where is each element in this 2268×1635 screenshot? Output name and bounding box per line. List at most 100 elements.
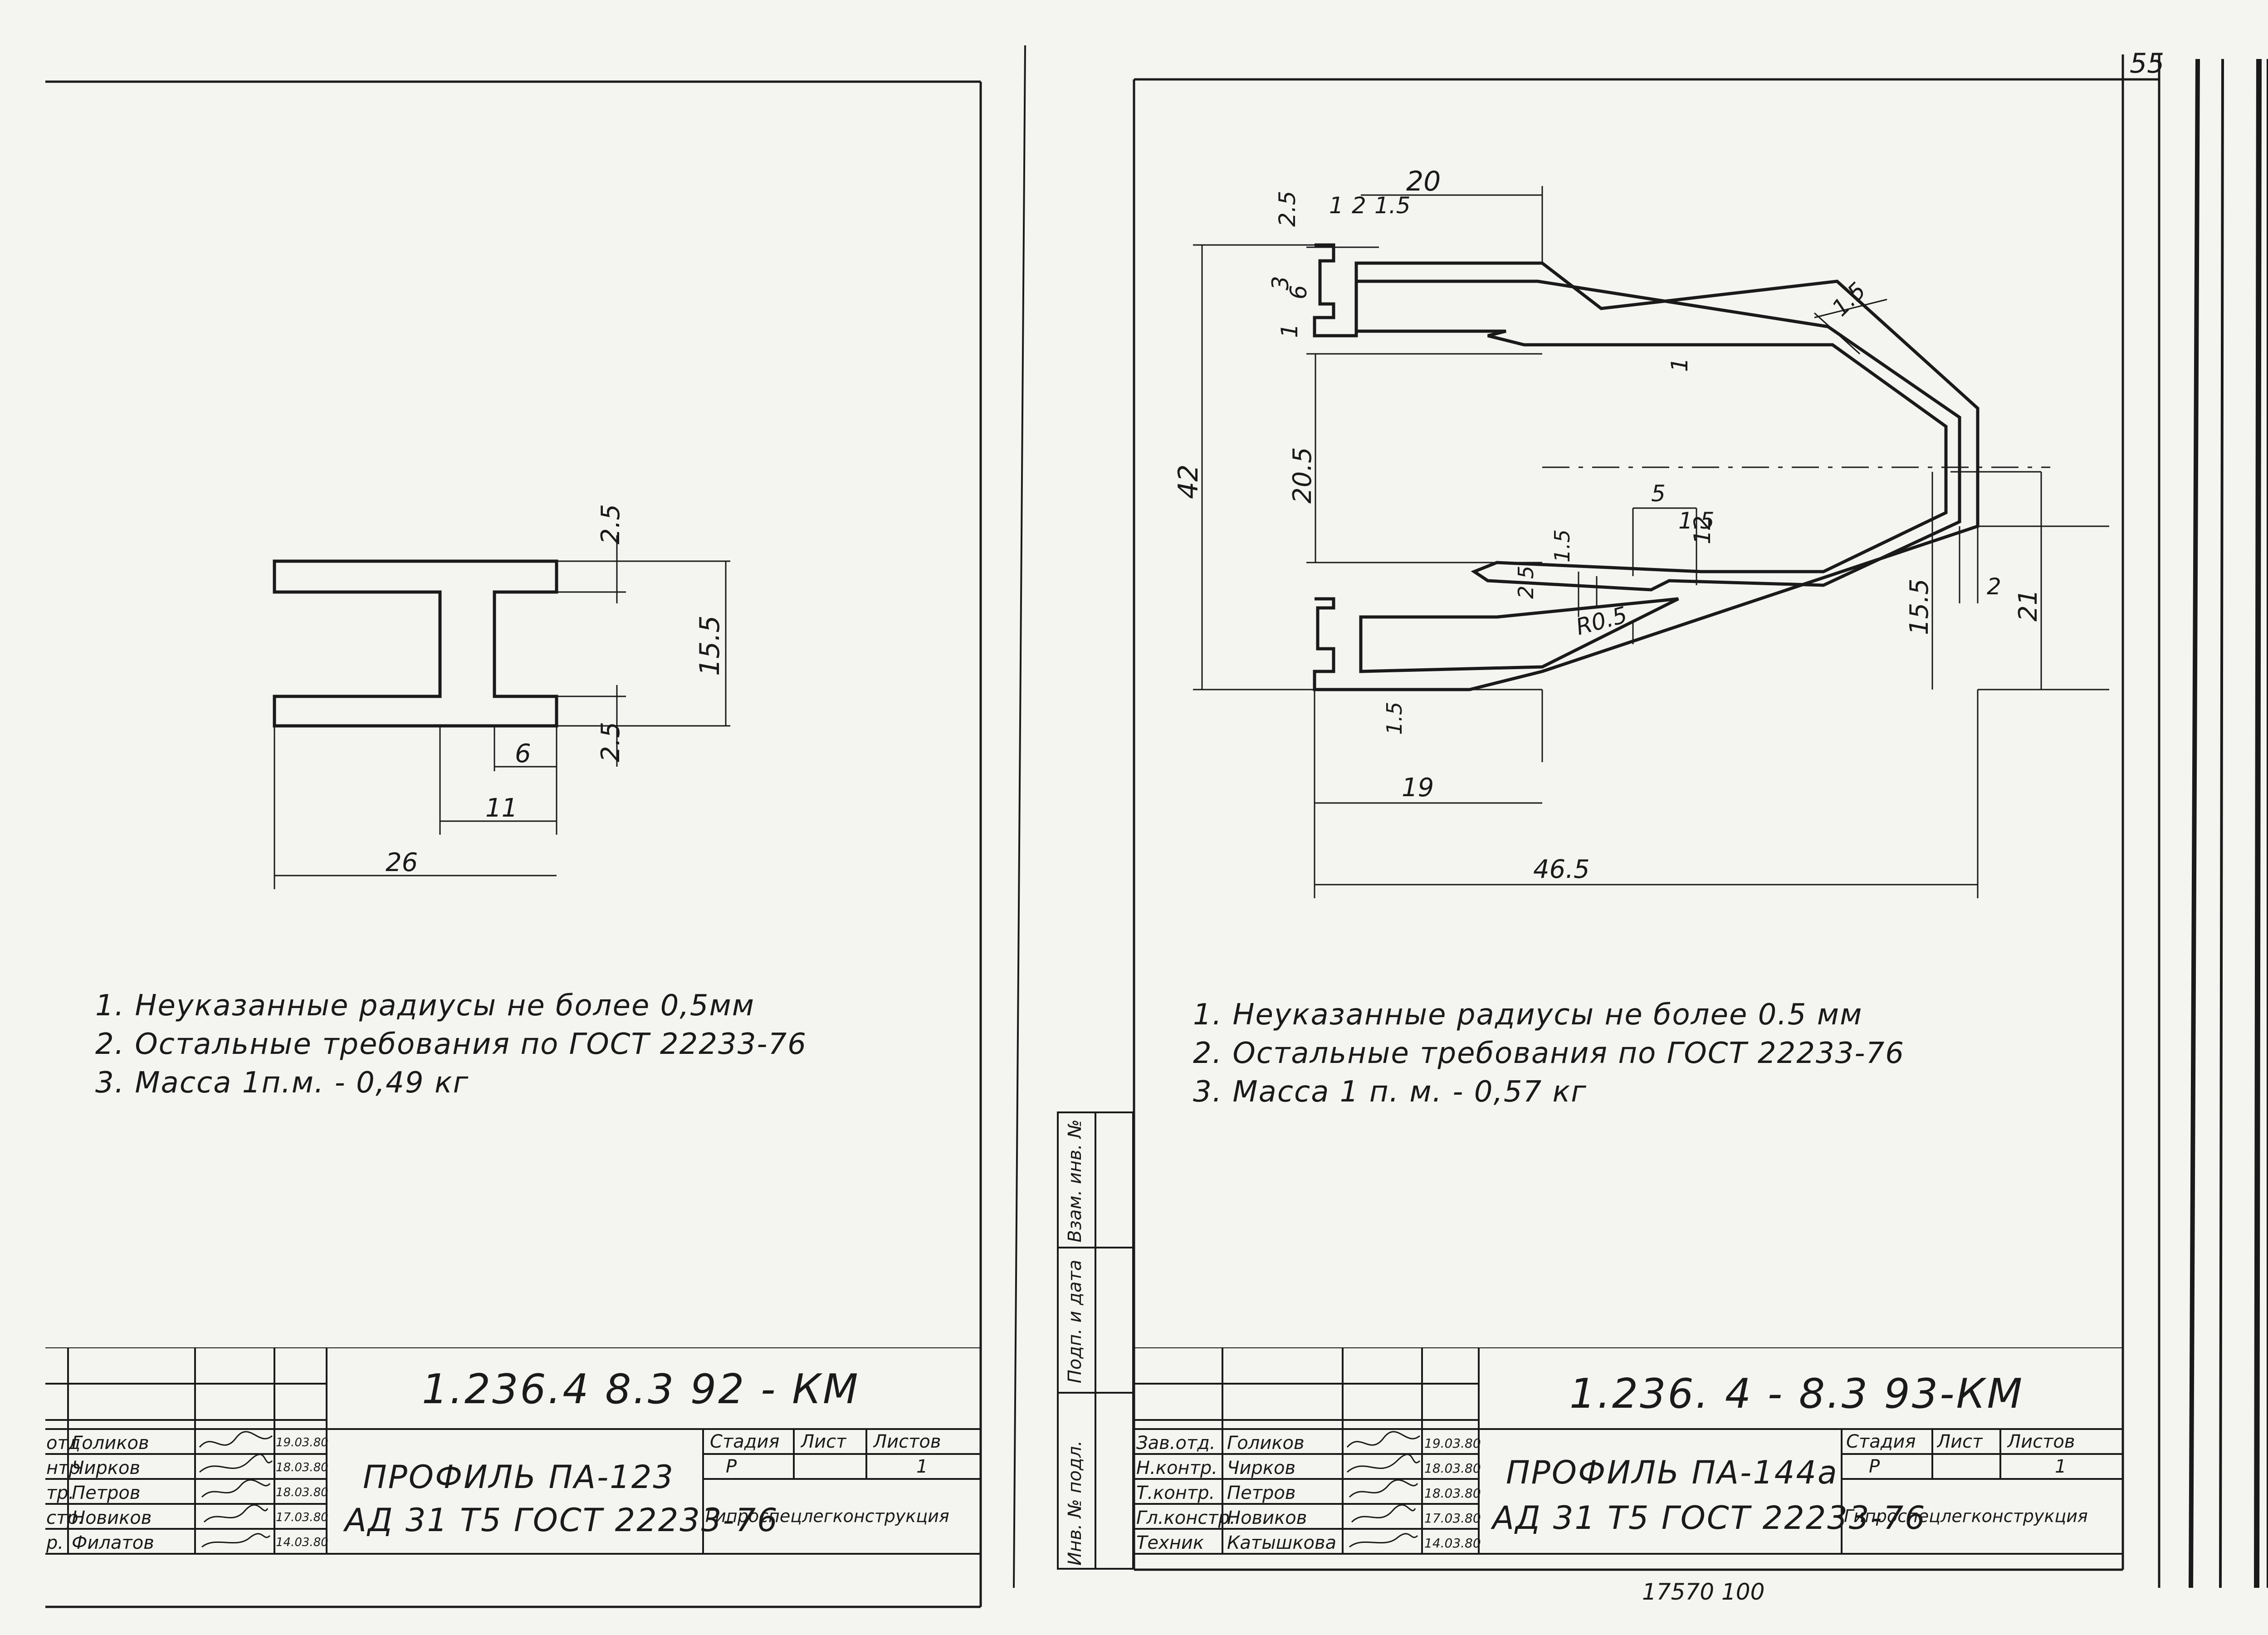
dim-1-5-bottom: 1.5 (1382, 702, 1407, 735)
left-staff-date: 18.03.80 (276, 1461, 328, 1474)
right-staff-name: Новиков (1227, 1508, 1307, 1528)
left-frame (45, 45, 1026, 1608)
right-frame: 55 (1133, 48, 2268, 1588)
right-staff-name: Катышкова (1227, 1532, 1337, 1553)
right-sheet: 55 Инв. № подл. Подп. и дата Взам. инв. … (1043, 0, 2268, 1635)
left-stage-value: Р (726, 1456, 737, 1477)
right-staff-name: Петров (1227, 1483, 1296, 1503)
right-stage-value: Р (1869, 1456, 1880, 1477)
right-staff-role: Техник (1136, 1532, 1204, 1553)
right-staff-date: 18.03.80 (1424, 1461, 1481, 1476)
left-note-3: 3. Масса 1п.м. - 0,49 кг (95, 1066, 469, 1100)
right-staff-name: Чирков (1227, 1458, 1296, 1478)
dim-2-top: 2 (1352, 192, 1366, 219)
right-staff-role: Гл.констр. (1136, 1508, 1236, 1528)
left-sheet-header: Лист (801, 1431, 847, 1452)
right-staff-role: Н.контр. (1136, 1458, 1217, 1478)
right-sheets-header: Листов (2007, 1431, 2075, 1452)
left-organization: Гипроспецлегконструкция (705, 1506, 949, 1526)
dim-height: 15.5 (694, 615, 726, 676)
right-note-1: 1. Неуказанные радиусы не более 0.5 мм (1193, 998, 1863, 1032)
dim-12: 12 (1689, 515, 1716, 544)
right-title-line1: ПРОФИЛЬ ПА-144а (1506, 1454, 1838, 1491)
left-note-1: 1. Неуказанные радиусы не более 0,5мм (95, 989, 755, 1023)
archive-number: 17570 100 (1642, 1579, 1765, 1605)
stamp-sign-date: Подп. и дата (1065, 1259, 1085, 1384)
left-staff-date: 19.03.80 (276, 1436, 328, 1449)
dim-20: 20 (1406, 166, 1441, 197)
dim-1-5-mid: 1.5 (1678, 508, 1715, 534)
left-title-line2: АД 31 Т5 ГОСТ 22233-76 (345, 1502, 779, 1539)
dim-web-offset: 11 (485, 793, 518, 823)
left-staff-date: 14.03.80 (276, 1536, 328, 1549)
dim-top-flange: 2.5 (596, 504, 626, 544)
right-title-line2: АД 31 Т5 ГОСТ 22233-76 (1492, 1499, 1926, 1537)
left-staff-role: тр. (46, 1483, 74, 1503)
left-title-block: 1.236.4 8.3 92 - КМ ПРОФИЛЬ ПА-123 АД 31… (45, 1347, 981, 1607)
left-staff-date: 18.03.80 (276, 1486, 328, 1499)
dim-46-5: 46.5 (1533, 855, 1590, 884)
left-stage-header: Стадия (710, 1431, 780, 1452)
left-doc-code: 1.236.4 8.3 92 - КМ (422, 1366, 860, 1413)
right-title-block: 1.236. 4 - 8.3 93-КМ ПРОФИЛЬ ПА-144а АД … (1134, 1347, 2123, 1570)
dim-1-5-top: 1.5 (1374, 192, 1411, 219)
right-organization: Гипроспецлегконструкция (1844, 1506, 2088, 1526)
right-stage-header: Стадия (1846, 1431, 1916, 1452)
dim-bottom-flange: 2.5 (596, 722, 626, 762)
h-profile-outline (273, 559, 558, 728)
dim-3: 3 (1267, 276, 1294, 290)
right-staff-name: Голиков (1227, 1433, 1305, 1454)
right-staff-date: 17.03.80 (1424, 1511, 1481, 1526)
right-staff-date: 19.03.80 (1424, 1436, 1481, 1451)
side-stamp: Инв. № подл. Подп. и дата Взам. инв. № (1057, 1111, 1134, 1570)
dim-1-left: 1 (1276, 323, 1303, 338)
right-note-3: 3. Масса 1 п. м. - 0,57 кг (1193, 1075, 1587, 1109)
dim-19: 19 (1402, 773, 1434, 803)
profile-outer-contour (1313, 243, 1980, 691)
stamp-replace-inv: Взам. инв. № (1065, 1119, 1085, 1243)
dim-2-5: 2.5 (1274, 191, 1300, 227)
dim-1-5-diag: 1.5 (1827, 277, 1871, 321)
right-doc-code: 1.236. 4 - 8.3 93-КМ (1569, 1370, 2024, 1418)
right-note-2: 2. Остальные требования по ГОСТ 22233-76 (1193, 1037, 1905, 1070)
right-staff-role: Т.контр. (1136, 1483, 1215, 1503)
dim-21: 21 (2014, 589, 2043, 622)
right-signatures (1346, 1431, 1421, 1548)
dim-1-top: 1 (1329, 192, 1344, 219)
page-number: 55 (2130, 48, 2164, 79)
right-staff-date: 14.03.80 (1424, 1536, 1481, 1551)
dim-20-5: 20.5 (1288, 447, 1317, 504)
dim-42: 42 (1173, 465, 1204, 499)
left-staff-name: Филатов (72, 1532, 154, 1553)
dim-1-inner: 1 (1667, 357, 1693, 372)
left-sheet: 2.5 15.5 2.5 6 11 26 1. Неуказанные ради… (0, 0, 1043, 1635)
left-staff-role: р. (46, 1532, 64, 1553)
left-staff-role: стр. (46, 1508, 84, 1528)
right-sheets-value: 1 (2055, 1456, 2067, 1477)
right-staff-date: 18.03.80 (1424, 1486, 1481, 1501)
right-staff-role: Зав.отд. (1136, 1433, 1216, 1454)
left-staff-role: отд (46, 1433, 81, 1454)
profile-inner-contour (1356, 279, 1961, 592)
profile-pa-144a-drawing: 20 2.5 1 2 1.5 3 6 1 1.5 1 42 20.5 5 1.5… (1173, 166, 2109, 898)
dim-2-5-tooth: 2.5 (1514, 566, 1538, 599)
dim-15-5: 15.5 (1905, 578, 1934, 635)
profile-lower-lip (1359, 597, 1679, 673)
left-signatures (199, 1431, 273, 1548)
dim-6: 6 (1286, 285, 1312, 299)
left-staff-role: нтр (46, 1458, 80, 1478)
dim-1-5-tooth: 1.5 (1550, 529, 1574, 563)
left-staff-name: Чирков (72, 1458, 141, 1478)
left-staff-date: 17.03.80 (276, 1511, 328, 1524)
left-staff-name: Новиков (72, 1508, 152, 1528)
right-sheet-header: Лист (1937, 1431, 1983, 1452)
profile-pa-123-drawing: 2.5 15.5 2.5 6 11 26 (273, 504, 730, 889)
left-title-line1: ПРОФИЛЬ ПА-123 (363, 1459, 675, 1496)
dim-5: 5 (1651, 480, 1666, 507)
stamp-inv-no: Инв. № подл. (1065, 1440, 1085, 1566)
left-note-2: 2. Остальные требования по ГОСТ 22233-76 (95, 1028, 807, 1061)
left-staff-name: Петров (72, 1483, 141, 1503)
dim-web: 6 (515, 739, 531, 769)
left-sheets-header: Листов (873, 1431, 941, 1452)
dim-2-wall: 2 (1987, 573, 2001, 600)
